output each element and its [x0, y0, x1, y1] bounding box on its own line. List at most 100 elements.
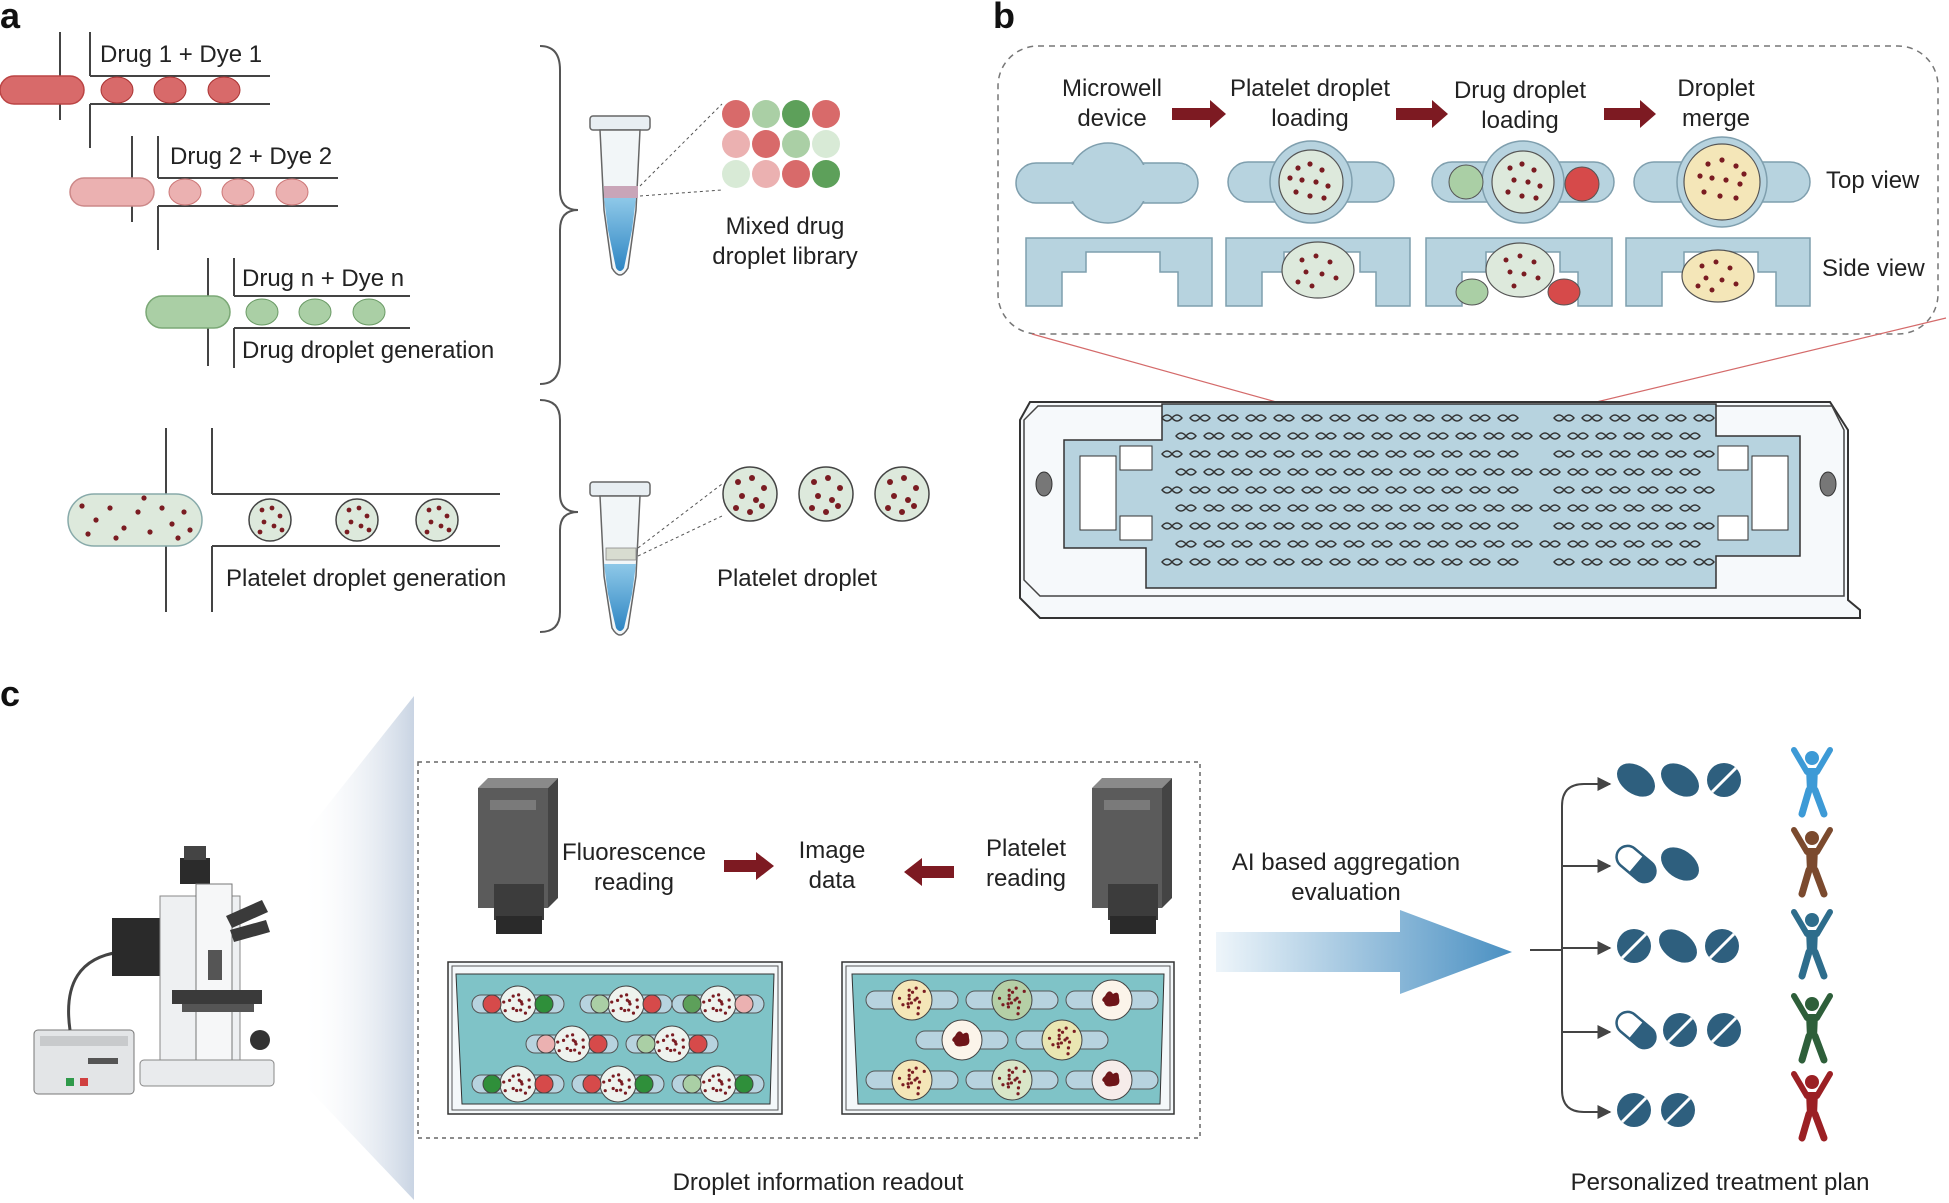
microwell: [1539, 504, 1561, 512]
microwell: [1315, 432, 1337, 440]
platelet-droplet-label: Platelet droplet: [717, 565, 877, 592]
microscope-icon: [33, 846, 275, 1095]
readout-label: Droplet information readout: [673, 1169, 964, 1196]
microwell: [1217, 522, 1239, 530]
drug2-channel: Drug 2 + Dye 2: [69, 136, 338, 250]
microwell: [1483, 504, 1505, 512]
capsule-icon: [1615, 844, 1657, 884]
arrow-to-image-data: [724, 852, 774, 880]
microwell: [1413, 558, 1435, 566]
microwell: [1693, 558, 1715, 566]
microwell: [1427, 432, 1449, 440]
microwell: [1315, 504, 1337, 512]
microwell: [1623, 432, 1645, 440]
microwell: [1231, 468, 1253, 476]
platelet-chip: [841, 961, 1175, 1115]
step-arrow: [1604, 100, 1656, 128]
microwell: [1665, 414, 1687, 422]
drug1-droplet: [153, 76, 187, 104]
microwell: [1651, 540, 1673, 548]
microwell: [1441, 522, 1463, 530]
microwell: [1483, 468, 1505, 476]
microwell: [1161, 414, 1183, 422]
microwell: [1301, 522, 1323, 530]
panel-label-b: b: [993, 0, 1015, 36]
microwell: [1483, 432, 1505, 440]
platelet-reading-label-2: reading: [986, 865, 1066, 892]
microwell: [1301, 486, 1323, 494]
drug-droplet: [582, 1074, 602, 1094]
treatment-branches: [1530, 777, 1612, 1119]
microwell: [1273, 486, 1295, 494]
microwell: [1175, 432, 1197, 440]
drug-droplet: [636, 1034, 656, 1054]
microwell: [1189, 486, 1211, 494]
microwell: [1567, 432, 1589, 440]
drug1-stream: [0, 75, 85, 105]
microwell: [1413, 486, 1435, 494]
microwell: [1245, 486, 1267, 494]
microwell: [1427, 504, 1449, 512]
platelet-droplet: [553, 1025, 591, 1063]
microwell: [1665, 558, 1687, 566]
microwell: [1553, 558, 1575, 566]
side-view-label: Side view: [1822, 255, 1925, 282]
mixed-droplet-library: [722, 100, 840, 188]
step3-label-2: loading: [1481, 107, 1558, 134]
microwell: [1203, 504, 1225, 512]
microwell: [1511, 432, 1533, 440]
microwell: [1413, 414, 1435, 422]
microwell: [1343, 432, 1365, 440]
microwell: [1539, 432, 1561, 440]
microwell: [1245, 450, 1267, 458]
step1-label-1: Microwell: [1062, 75, 1162, 102]
step1-label-2: device: [1077, 105, 1146, 132]
microwell: [1651, 504, 1673, 512]
microwell: [1301, 558, 1323, 566]
microwell: [1357, 522, 1379, 530]
side-view-step3: [1425, 237, 1613, 307]
drug2-label: Drug 2 + Dye 2: [170, 143, 332, 170]
microscope-beam: [300, 696, 414, 1200]
platelet-droplet: [499, 1065, 537, 1103]
microwell: [1595, 432, 1617, 440]
microwell: [1203, 432, 1225, 440]
microwell: [1581, 414, 1603, 422]
microwell: [1497, 414, 1519, 422]
microwell: [1567, 468, 1589, 476]
person-icon: [1791, 993, 1833, 1064]
microwell: [1469, 522, 1491, 530]
microwell: [1161, 522, 1183, 530]
microwell: [1175, 540, 1197, 548]
microwell: [1231, 540, 1253, 548]
microwell: [1175, 504, 1197, 512]
microwell: [1455, 540, 1477, 548]
plan-label: Personalized treatment plan: [1571, 1169, 1870, 1196]
microwell: [1259, 504, 1281, 512]
platelet-stream: [67, 493, 203, 547]
fluorescence-label-1: Fluorescence: [562, 839, 706, 866]
merged-droplet: [891, 1059, 933, 1101]
drug-droplet: [688, 1034, 708, 1054]
microwell: [1581, 450, 1603, 458]
microwell: [1259, 468, 1281, 476]
fluorescence-label-2: reading: [594, 869, 674, 896]
platelet-reading-label-1: Platelet: [986, 835, 1066, 862]
microwell: [1315, 468, 1337, 476]
microwell: [1581, 522, 1603, 530]
microwell: [1637, 450, 1659, 458]
microwell: [1385, 558, 1407, 566]
microwell: [1567, 540, 1589, 548]
drugn-droplet: [245, 298, 279, 326]
merged-droplet: [891, 979, 933, 1021]
drug-droplet: [534, 1074, 554, 1094]
microwell: [1441, 558, 1463, 566]
person-icon: [1791, 909, 1833, 980]
microwell: [1623, 468, 1645, 476]
top-view-step3: [1431, 140, 1615, 224]
microwell: [1399, 468, 1421, 476]
microwell: [1413, 450, 1435, 458]
microwell: [1329, 486, 1351, 494]
microwell: [1217, 486, 1239, 494]
ai-label-2: evaluation: [1291, 879, 1400, 906]
